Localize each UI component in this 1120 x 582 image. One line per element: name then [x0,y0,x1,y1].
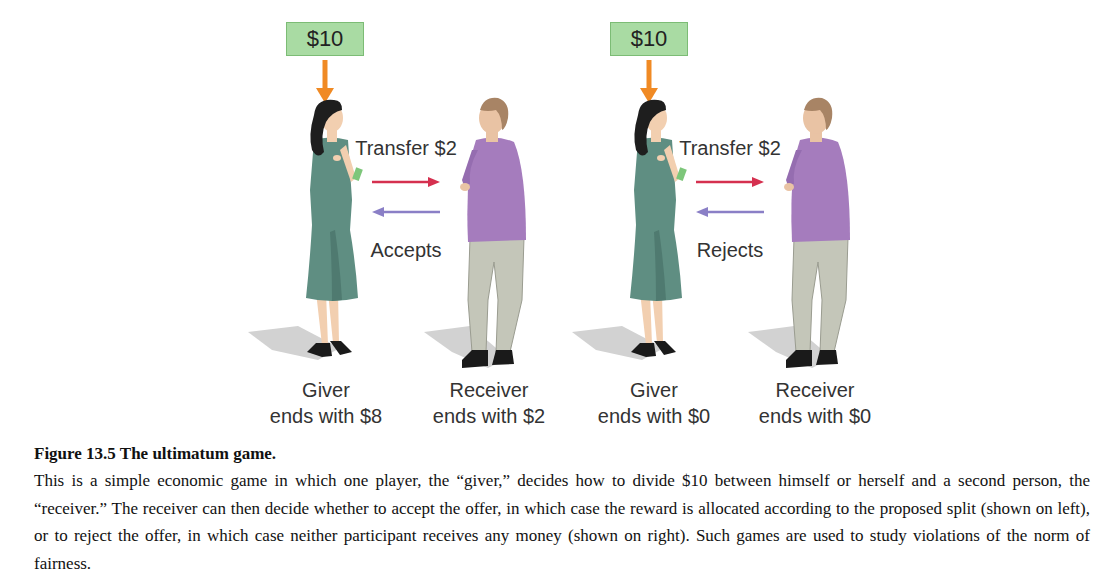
arrow-label: Transfer $2 [355,137,457,160]
arrow-label: Rejects [697,239,764,262]
figure-title: Figure 13.5 The ultimatum game. [34,440,276,467]
role-name: Giver [630,379,678,402]
role-name: Giver [302,379,350,402]
arrow-label: Accepts [370,239,441,262]
money-box: $10 [286,22,364,56]
money-box: $10 [610,22,688,56]
outcome-text: ends with $8 [270,405,382,428]
role-name: Receiver [450,379,529,402]
role-name: Receiver [776,379,855,402]
arrow-label: Transfer $2 [679,137,781,160]
reject-panel-illustration [572,60,850,368]
outcome-text: ends with $2 [433,405,545,428]
money-amount: $10 [307,27,344,51]
outcome-text: ends with $0 [759,405,871,428]
outcome-text: ends with $0 [598,405,710,428]
figure-caption: This is a simple economic game in which … [34,467,1090,577]
accept-panel-illustration [248,60,526,368]
money-amount: $10 [631,27,668,51]
